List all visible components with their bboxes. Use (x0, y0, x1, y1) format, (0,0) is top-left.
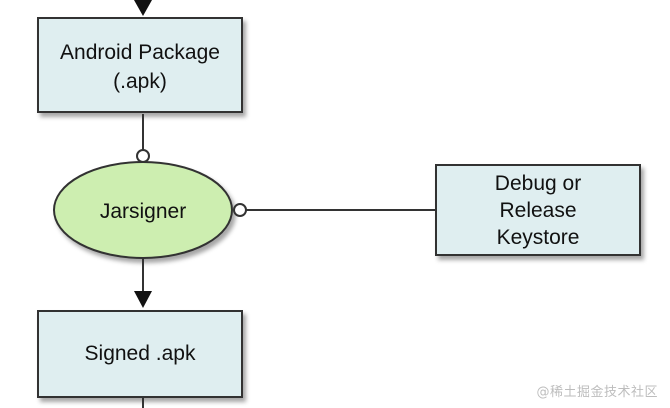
android-package-line1: Android Package (60, 41, 220, 64)
keystore-line3: Keystore (497, 226, 580, 249)
keystore-line2: Release (499, 199, 576, 222)
node-signed-apk: Signed .apk (37, 310, 243, 398)
arrowhead-top (134, 0, 152, 16)
node-keystore: Debug or Release Keystore (435, 164, 641, 256)
connector-end-circle-right (233, 203, 247, 217)
arrowhead-signed (134, 291, 152, 308)
connector-end-circle-top (136, 149, 150, 163)
node-android-package: Android Package (.apk) (37, 17, 243, 113)
android-package-line2: (.apk) (113, 70, 167, 93)
keystore-line1: Debug or (495, 172, 581, 195)
jarsigner-label: Jarsigner (100, 200, 186, 223)
signed-apk-label: Signed .apk (85, 342, 196, 365)
node-jarsigner: Jarsigner (53, 161, 233, 259)
watermark: @稀土掘金技术社区 (536, 385, 658, 400)
